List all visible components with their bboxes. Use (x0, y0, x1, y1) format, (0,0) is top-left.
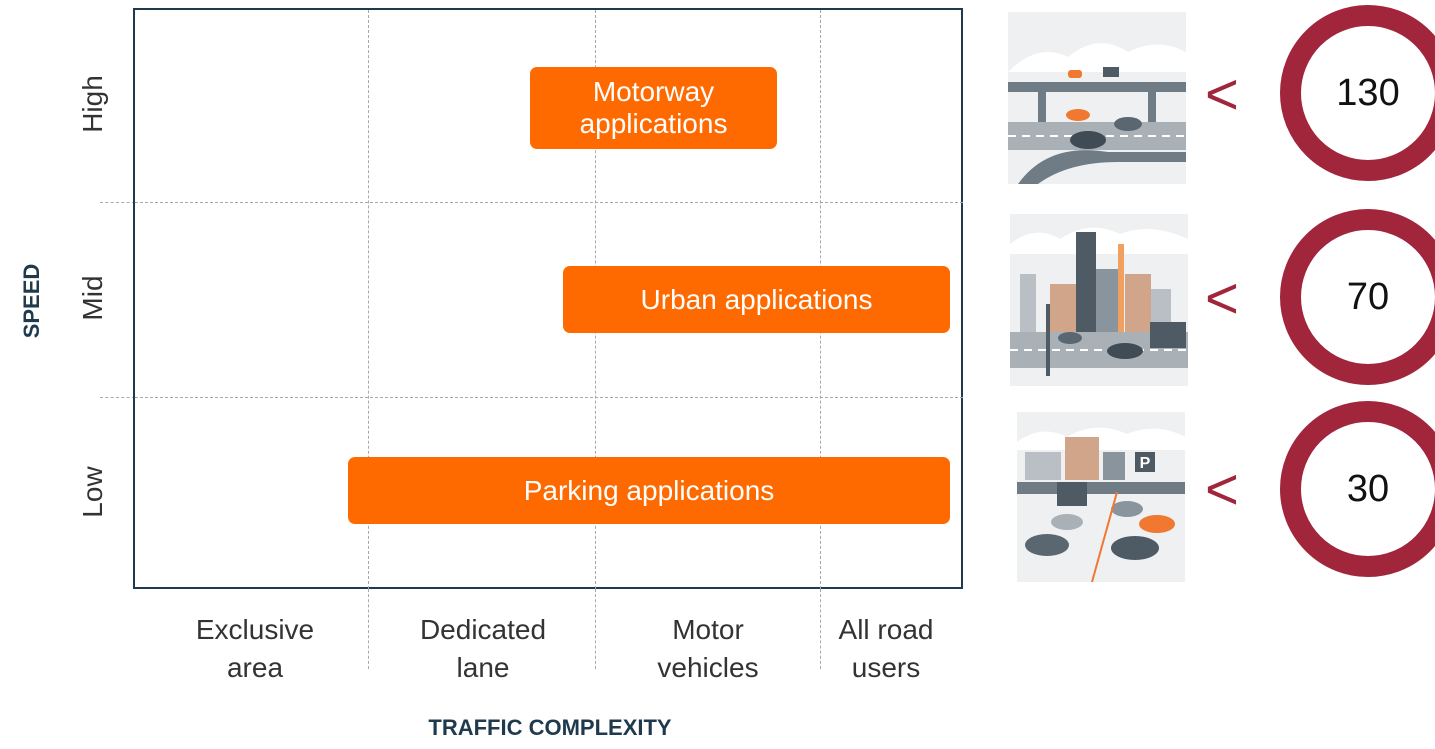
urban-applications-bar: Urban applications (563, 266, 950, 333)
less-than-symbol-70: < (1205, 266, 1239, 331)
grid-line-below-2 (595, 589, 596, 669)
speed-label-high: High (77, 75, 108, 133)
speed-label-mid: Mid (77, 275, 108, 321)
speed-limit-sign-70: 70 (1280, 209, 1435, 385)
less-than-symbol-30: < (1205, 457, 1239, 522)
parking-applications-bar: Parking applications (348, 457, 950, 524)
complexity-label-motor-vehicles: Motor vehicles (657, 614, 759, 683)
grid-line-below-3 (820, 589, 821, 669)
complexity-label-exclusive-area: Exclusive area (195, 614, 315, 683)
speed-limit-sign-130: 130 (1280, 5, 1435, 181)
grid-line-h1 (135, 202, 963, 203)
grid-line-h2 (135, 397, 963, 398)
speed-limit-sign-30: 30 (1280, 401, 1435, 577)
motorway-applications-bar: Motorway applications (530, 67, 777, 149)
grid-line-below-1 (368, 589, 369, 669)
grid-line-left-bottom (100, 397, 135, 398)
less-than-symbol-130: < (1205, 62, 1239, 127)
grid-line-v1 (368, 10, 369, 589)
city-illustration (1010, 214, 1188, 386)
complexity-label-dedicated-lane: Dedicated lane (419, 614, 547, 683)
y-axis-title: SPEED (19, 263, 44, 339)
motorway-illustration (1008, 12, 1186, 184)
x-axis-title: TRAFFIC COMPLEXITY (428, 715, 672, 740)
speed-label-low: Low (77, 466, 108, 518)
complexity-label-all-road-users: All road users (838, 614, 934, 683)
svg-text:P: P (1140, 455, 1151, 472)
parking-illustration: P (1017, 412, 1185, 582)
grid-line-left-top (100, 202, 135, 203)
